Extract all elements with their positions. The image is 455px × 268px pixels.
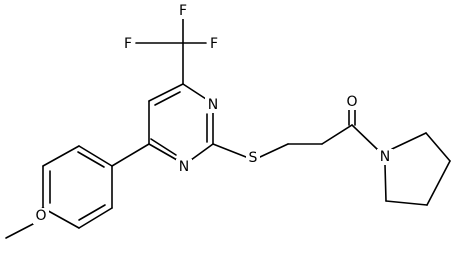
bond-aryl-c5-c6-inner [78,204,106,221]
atom-n-lower: N [176,159,192,175]
bond-pyrr-cc-cd [385,200,428,206]
bond-o-methyl [5,223,34,239]
atom-f-left: F [121,36,135,52]
atom-f-top-label: F [179,3,187,19]
bond-carbonyl-n [351,124,379,151]
atom-f-right: F [207,36,221,52]
atom-labels: F F F N N S O N [33,3,393,224]
bond-c2-n1 [190,143,214,161]
bond-pyrimidine-aryl [111,143,150,167]
bond-s-ch2a [259,143,289,158]
bond-ch2b-carbonyl [321,124,353,145]
bond-n1-c6-inner [150,138,177,156]
bond-pyrr-cd-n [384,164,387,202]
bond-aryl-c2-c3 [42,145,80,167]
bond-pyrr-n-ca [391,132,427,150]
atom-s-label: S [249,150,258,166]
bond-c5-c4-outer [148,83,184,102]
bond-aryl-c5-c6 [78,207,113,229]
atom-n-pyrrolidine: N [377,149,393,165]
atom-o-methoxy: O [33,208,49,224]
bond-aryl-c1-c2-inner [77,151,105,168]
bond-pyrr-cb-cc [426,160,451,206]
atom-n-upper: N [205,97,221,113]
atom-o-carbonyl: O [344,94,360,110]
atom-f-left-label: F [124,36,132,52]
atom-o-methoxy-label: O [35,208,46,224]
atom-n-upper-label: N [208,97,218,113]
atom-f-right-label: F [210,36,218,52]
atom-f-top: F [176,3,190,19]
bonds [5,18,451,239]
bond-c4-n3 [182,83,207,100]
atom-n-pyrrolidine-label: N [380,149,390,165]
bond-c2-s [212,143,247,158]
bond-aryl-c1-c2 [78,145,113,167]
bond-n1-c6-outer [148,143,178,161]
atom-n-lower-label: N [179,159,189,175]
bond-pyrr-ca-cb [425,132,451,162]
atom-o-carbonyl-label: O [346,94,357,110]
atom-s: S [246,150,260,166]
bond-c5-c4-inner [154,91,181,106]
